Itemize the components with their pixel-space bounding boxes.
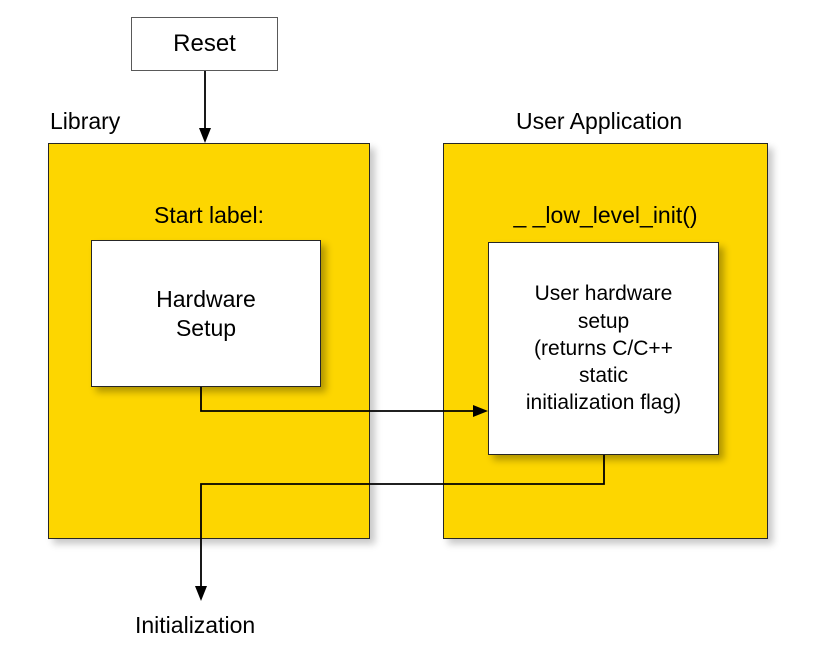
user-hardware-setup-line-1: User hardware bbox=[534, 282, 673, 306]
user-hardware-setup-text: User hardware setup (returns C/C++ stati… bbox=[520, 280, 687, 416]
user-hardware-setup-line-2: setup bbox=[577, 309, 630, 333]
initialization-label: Initialization bbox=[135, 612, 256, 638]
hardware-setup-line-1: Hardware bbox=[156, 285, 256, 312]
hardware-setup-text: Hardware Setup bbox=[150, 285, 262, 343]
user-application-inner-title: _ _low_level_init() bbox=[513, 202, 698, 228]
user-hardware-setup-box[interactable]: User hardware setup (returns C/C++ stati… bbox=[488, 242, 719, 455]
library-caption: Library bbox=[50, 108, 121, 134]
reset-to-library-arrow bbox=[199, 71, 211, 143]
library-inner-title: Start label: bbox=[154, 202, 264, 228]
user-hardware-setup-line-5: initialization flag) bbox=[525, 391, 682, 415]
hardware-setup-box[interactable]: Hardware Setup bbox=[91, 240, 321, 387]
user-application-caption: User Application bbox=[516, 108, 683, 134]
hardware-setup-line-2: Setup bbox=[175, 314, 237, 341]
user-hardware-setup-line-3: (returns C/C++ bbox=[534, 336, 673, 360]
reset-box[interactable]: Reset bbox=[131, 17, 278, 71]
reset-label: Reset bbox=[173, 30, 236, 57]
user-hardware-setup-line-4: static bbox=[578, 364, 628, 388]
